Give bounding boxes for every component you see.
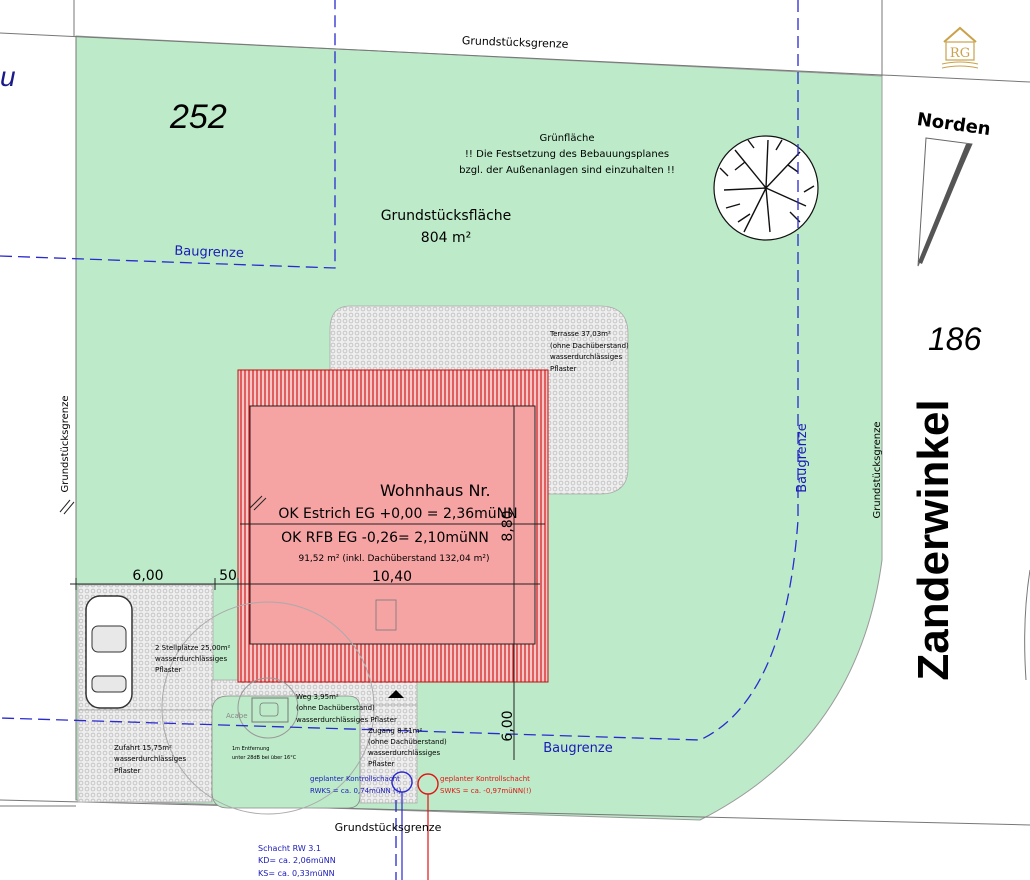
sw-shaft-label-2: SWKS = ca. -0,97müNN(!) [440,787,532,795]
garden-island [211,695,361,809]
terrace-label-1: Terrasse 37,03m² [549,330,611,338]
gruenflaeche-note2: bzgl. der Außenanlagen sind einzuhalten … [459,165,675,176]
tank-label: Acabe [226,712,248,720]
dimension-lines [59,405,545,760]
dim-width: 10,40 [372,569,412,585]
terrace-label-4: Pflaster [550,365,577,373]
boundary-bottom: Grundstücksgrenze [335,821,442,834]
logo [941,26,979,69]
baugrenze-right: Baugrenze [795,423,810,493]
car-icon [85,595,133,709]
north-label: Norden [916,109,992,140]
entrance-marker [388,690,404,698]
neighbor-number: 186 [928,321,982,357]
background-lines [0,0,1030,826]
existing-shaft-3: KS= ca. 0,33müNN [258,869,335,878]
tank-note-2: unter 28dB bei über 16°C [232,755,297,761]
gruenflaeche-note1: !! Die Festsetzung des Bebauungsplanes [465,149,669,160]
baugrenze-lines [0,0,799,880]
house-level-2: OK RFB EG -0,26= 2,10müNN [281,530,489,546]
access-label-3: wasserdurchlässiges [368,749,440,757]
sw-shaft-label-1: geplanter Kontrollschacht [440,775,530,783]
house-body [249,405,536,645]
north-arrow [917,137,973,267]
path-label-2: (ohne Dachüberstand) [296,704,375,712]
terrace-label-2: (ohne Dachüberstand) [550,342,629,350]
house-level-1: OK Estrich EG +0,00 = 2,36müNN [278,506,517,522]
access-label-1: Zugang 8,51m² [368,727,422,735]
existing-shaft-2: KD= ca. 2,06müNN [258,856,336,865]
radius-circle [161,601,375,815]
area-value: 804 m² [421,230,471,246]
chimney [375,599,397,631]
tank-unit [251,697,289,723]
rw-shaft-label-1: geplanter Kontrollschacht [310,775,400,783]
dim-depth: 8,80 [500,510,516,541]
parking-label-2: wasserdurchlässiges [155,655,227,663]
logo-text: RG [950,46,970,61]
driveway-area [77,709,213,803]
terrace-label-3: wasserdurchlässiges [550,353,622,361]
area-label: Grundstücksfläche [381,208,512,224]
access-label-4: Pflaster [368,760,395,768]
tree-icon [713,135,819,241]
rw-shaft-label-2: RWKS = ca. 0,74müNN (!) [310,787,402,795]
parking-label-1: 2 Stellplätze 25,00m² [155,644,231,652]
path-label-3: wasserdurchlässiges Pflaster [296,716,397,724]
driveway-label-1: Zufahrt 15,75m² [114,744,172,752]
dim-side-gap: 50 [219,568,237,584]
driveway-label-3: Pflaster [114,767,141,775]
driveway-label-2: wasserdurchlässiges [114,755,186,763]
boundary-right: Grundstücksgrenze [872,422,883,519]
boundary-left: Grundstücksgrenze [60,396,71,493]
street-name: Zanderwinkel [909,399,958,680]
path-label-1: Weg 3,95m² [296,693,339,701]
path-area [359,704,418,804]
tank-note-1: 1m Entfernung [232,746,269,752]
parcel-number: 252 [169,98,227,136]
dim-left-offset: 6,00 [132,568,163,584]
fragment-top-left: u [0,61,16,92]
parking-label-3: Pflaster [155,666,182,674]
boundary-top: Grundstücksgrenze [462,34,569,51]
baugrenze-top: Baugrenze [174,244,244,261]
existing-shaft-1: Schacht RW 3.1 [258,844,321,853]
dim-front-offset: 6,00 [500,710,516,741]
house-area: 91,52 m² (inkl. Dachüberstand 132,04 m²) [298,554,489,564]
baugrenze-bottom: Baugrenze [543,741,613,756]
gruenflaeche-title: Grünfläche [540,133,595,144]
house-title: Wohnhaus Nr. [380,481,491,500]
tank-circle [237,677,299,739]
access-label-2: (ohne Dachüberstand) [368,738,447,746]
tank-unit-inner [259,702,279,717]
